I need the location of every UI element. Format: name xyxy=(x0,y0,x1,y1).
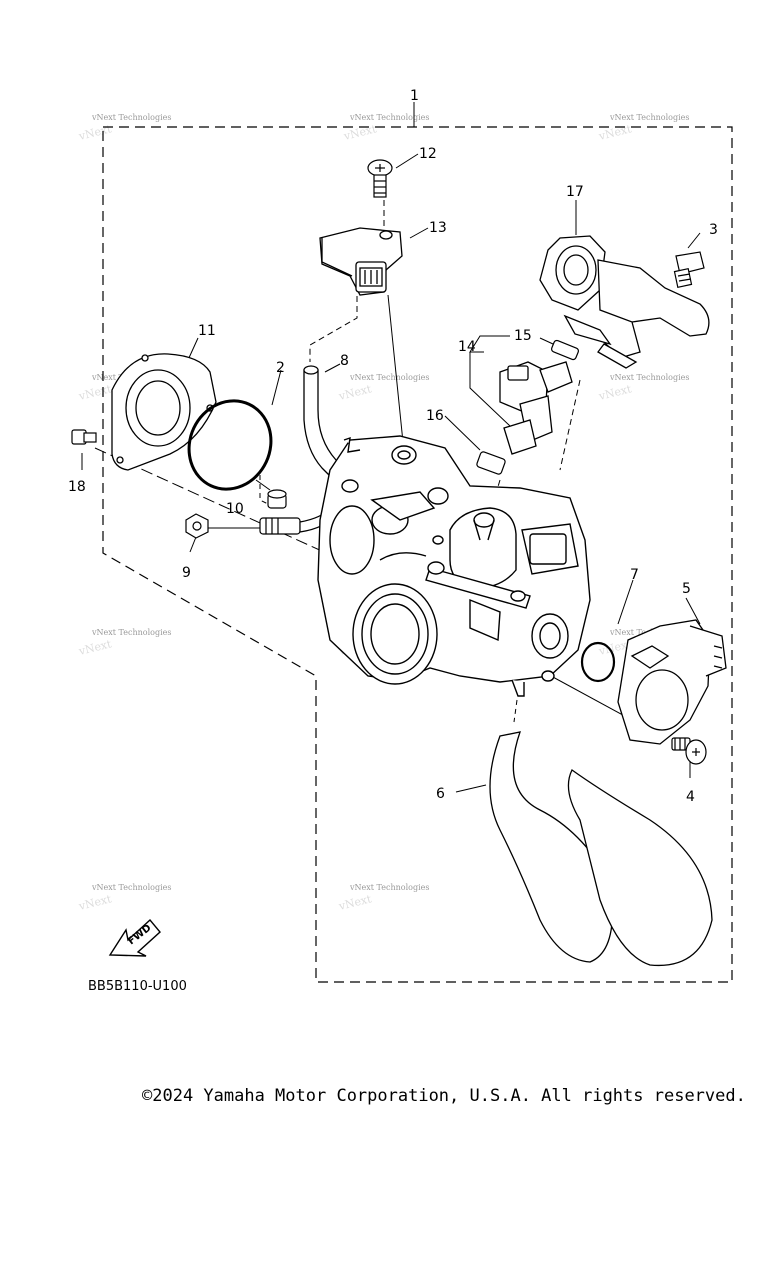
callout-14: 14 xyxy=(458,339,476,355)
callout-2: 2 xyxy=(276,360,285,376)
svg-text:vNext Technologies: vNext Technologies xyxy=(349,883,429,892)
callout-1: 1 xyxy=(410,88,419,104)
callout-7: 7 xyxy=(630,567,639,583)
svg-text:vNext Technologies: vNext Technologies xyxy=(91,883,171,892)
watermark: vNext vNext Technologies xyxy=(342,113,430,143)
callout-15: 15 xyxy=(514,328,532,344)
watermark: vNext vNext Technologies xyxy=(597,373,690,403)
svg-text:vNext: vNext xyxy=(77,122,114,143)
callout-11: 11 xyxy=(198,323,216,339)
watermark: vNext vNext Technologies xyxy=(77,883,172,913)
svg-text:vNext: vNext xyxy=(77,382,114,403)
bolt-part-3 xyxy=(673,251,705,288)
hose-part-6 xyxy=(489,731,614,963)
copyright-notice: ©2024 Yamaha Motor Corporation, U.S.A. A… xyxy=(142,1086,746,1106)
svg-text:vNext Technologies: vNext Technologies xyxy=(91,113,171,122)
sensor-part-5 xyxy=(617,619,727,745)
callout-4: 4 xyxy=(686,789,695,805)
svg-text:vNext: vNext xyxy=(597,382,634,403)
svg-text:vNext Technologies: vNext Technologies xyxy=(349,113,429,122)
svg-text:vNext: vNext xyxy=(337,892,374,913)
callout-9: 9 xyxy=(182,565,191,581)
fwd-arrow-icon: FWD xyxy=(108,918,161,957)
callout-10: 10 xyxy=(226,501,244,517)
svg-text:vNext: vNext xyxy=(337,382,374,403)
watermark: vNext vNext Technologies xyxy=(77,628,172,658)
assembly-boundary xyxy=(102,126,733,983)
callout-18: 18 xyxy=(68,479,86,495)
svg-text:vNext: vNext xyxy=(597,122,634,143)
svg-text:vNext: vNext xyxy=(342,122,379,143)
nut-part-9 xyxy=(185,513,209,539)
screw-part-18 xyxy=(71,429,97,445)
svg-text:vNext: vNext xyxy=(77,892,114,913)
hose-end xyxy=(303,365,319,375)
seal-part-16 xyxy=(476,451,506,475)
injector-part-14 xyxy=(499,361,573,455)
sensor-part-13 xyxy=(319,227,403,296)
o-ring-part-7 xyxy=(580,641,616,683)
watermark: vNext vNext Technologies xyxy=(337,373,430,403)
watermark: vNext vNext Technologies xyxy=(337,883,430,913)
seal-part-15 xyxy=(551,339,579,361)
throttle-body xyxy=(317,435,591,697)
fuel-pipe-part-17 xyxy=(539,235,710,369)
diagram-reference-code: BB5B110-U100 xyxy=(88,979,187,994)
callout-12: 12 xyxy=(419,146,437,162)
screw-part-12 xyxy=(367,159,393,198)
svg-text:vNext Technologies: vNext Technologies xyxy=(349,373,429,382)
svg-text:vNext Technologies: vNext Technologies xyxy=(91,628,171,637)
callout-5: 5 xyxy=(682,581,691,597)
svg-text:vNext Technologies: vNext Technologies xyxy=(609,373,689,382)
svg-text:vNext Technologies: vNext Technologies xyxy=(609,113,689,122)
callout-labels: 1 2 3 4 5 6 7 8 9 10 11 12 13 14 15 16 1… xyxy=(68,88,718,805)
callout-3: 3 xyxy=(709,222,718,238)
watermark: vNext vNext Technologies xyxy=(597,113,690,143)
o-ring-part-2 xyxy=(187,399,273,491)
cap-part-10 xyxy=(267,489,287,509)
callout-17: 17 xyxy=(566,184,584,200)
hose-tube xyxy=(567,769,713,967)
svg-text:vNext: vNext xyxy=(77,637,114,658)
callout-6: 6 xyxy=(436,786,445,802)
screw-part-4 xyxy=(671,737,707,765)
cover-part-11 xyxy=(111,353,217,471)
callout-16: 16 xyxy=(426,408,444,424)
callout-13: 13 xyxy=(429,220,447,236)
callout-8: 8 xyxy=(340,353,349,369)
watermark: vNext vNext Technologies xyxy=(77,113,172,143)
